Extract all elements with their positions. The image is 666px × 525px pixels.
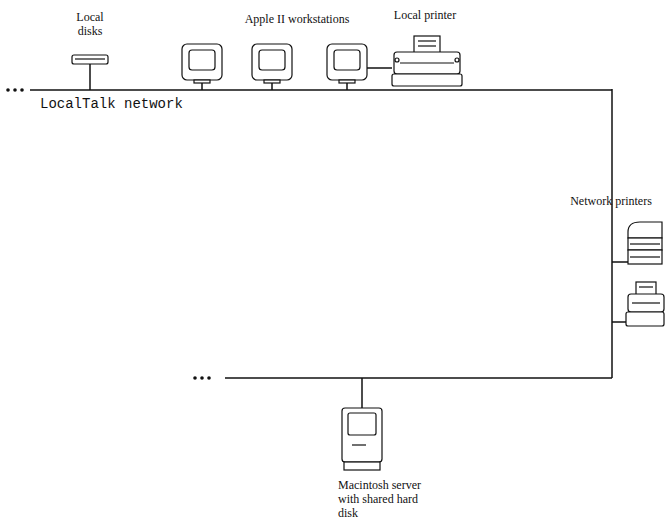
dot-matrix-printer	[626, 282, 664, 326]
device-label: Network printers	[560, 194, 662, 208]
workstation-monitors	[182, 44, 367, 83]
macintosh-server	[342, 408, 382, 470]
device-label: Apple II workstations	[222, 12, 372, 26]
network-cables	[30, 64, 628, 408]
continuation-dots	[6, 88, 211, 380]
laser-printer	[628, 222, 662, 264]
device-label: Macintosh server with shared hard disk	[338, 478, 436, 520]
local-printer	[392, 36, 462, 86]
network-name: LocalTalk network	[38, 96, 242, 112]
device-label: Local printer	[380, 8, 470, 22]
device-label: Local disks	[66, 10, 114, 38]
disk-drive	[72, 55, 108, 64]
